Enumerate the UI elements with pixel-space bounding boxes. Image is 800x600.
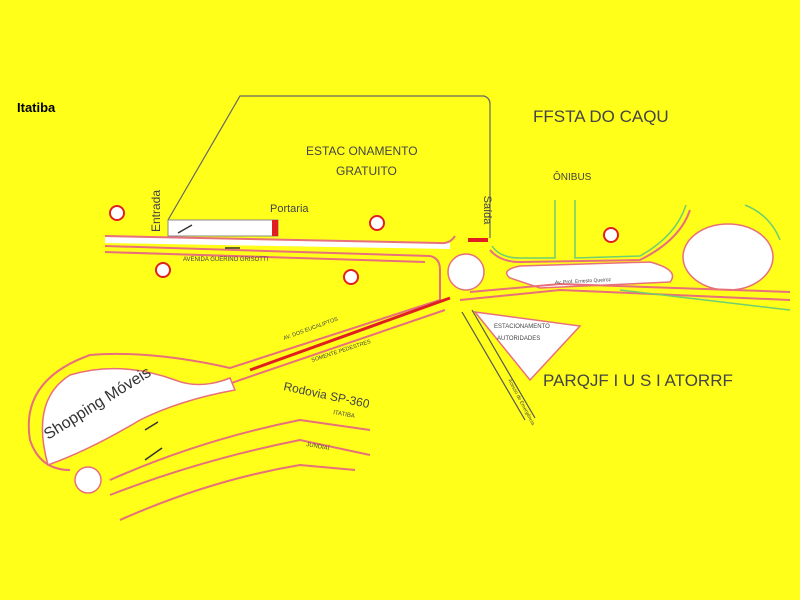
pedestrians-label: SOMENTE PEDESTRES (311, 339, 372, 364)
emergency-label: Acesso de Emergência (506, 378, 536, 426)
speed-sign-icon (369, 215, 385, 231)
shopping-area (41, 367, 237, 466)
direction-arrow-icon (177, 224, 193, 234)
gate-marker (272, 220, 278, 236)
direction-arrow-icon (144, 447, 163, 461)
authority-parking-area (473, 311, 582, 382)
avenue-label: AVENIDA GUERINO GRISOTTI (183, 257, 269, 263)
bus-label: ÔNIBUS (553, 170, 592, 183)
gate-label: Portaria (270, 203, 309, 215)
gate-building (167, 219, 279, 237)
pedestrian-path (249, 296, 451, 372)
eucaliptos-label: AV. DOS EUCALIPTOS (283, 316, 340, 341)
city-label: Itatiba (17, 100, 56, 115)
speed-sign-icon (343, 269, 359, 285)
free-parking-label-2: GRATUITO (336, 164, 397, 178)
exit-marker (468, 238, 488, 242)
park-label: PARQJF I U S I ATORRF (543, 371, 733, 390)
parking-boundary (167, 95, 491, 238)
highway-label: Rodovia SP-360 (282, 379, 371, 411)
av-right-label: Av. Prof. Ernesto Queiroz (555, 277, 612, 286)
event-title: FFSTA DO CAQU (533, 107, 669, 126)
speed-sign-icon (603, 227, 619, 243)
avenida-road (104, 235, 456, 300)
roundabout-right (682, 223, 774, 291)
free-parking-label: ESTAC ONAMENTO (306, 144, 418, 158)
traffic-island (505, 261, 674, 289)
speed-sign-icon (109, 205, 125, 221)
itatiba-direction: ITATIBA (333, 410, 355, 420)
roundabout (447, 253, 485, 291)
entrance-label: Entrada (149, 190, 163, 232)
direction-arrow-icon (144, 421, 159, 431)
authority-parking-label-2: AUTORIDADES (497, 336, 540, 342)
jundiai-direction: JUNDIAÍ (306, 441, 331, 452)
exit-label: Saída (481, 196, 493, 226)
authority-parking-label: ESTACIONAMENTO (494, 324, 550, 330)
speed-sign-icon (155, 262, 171, 278)
emergency-road (461, 309, 536, 421)
